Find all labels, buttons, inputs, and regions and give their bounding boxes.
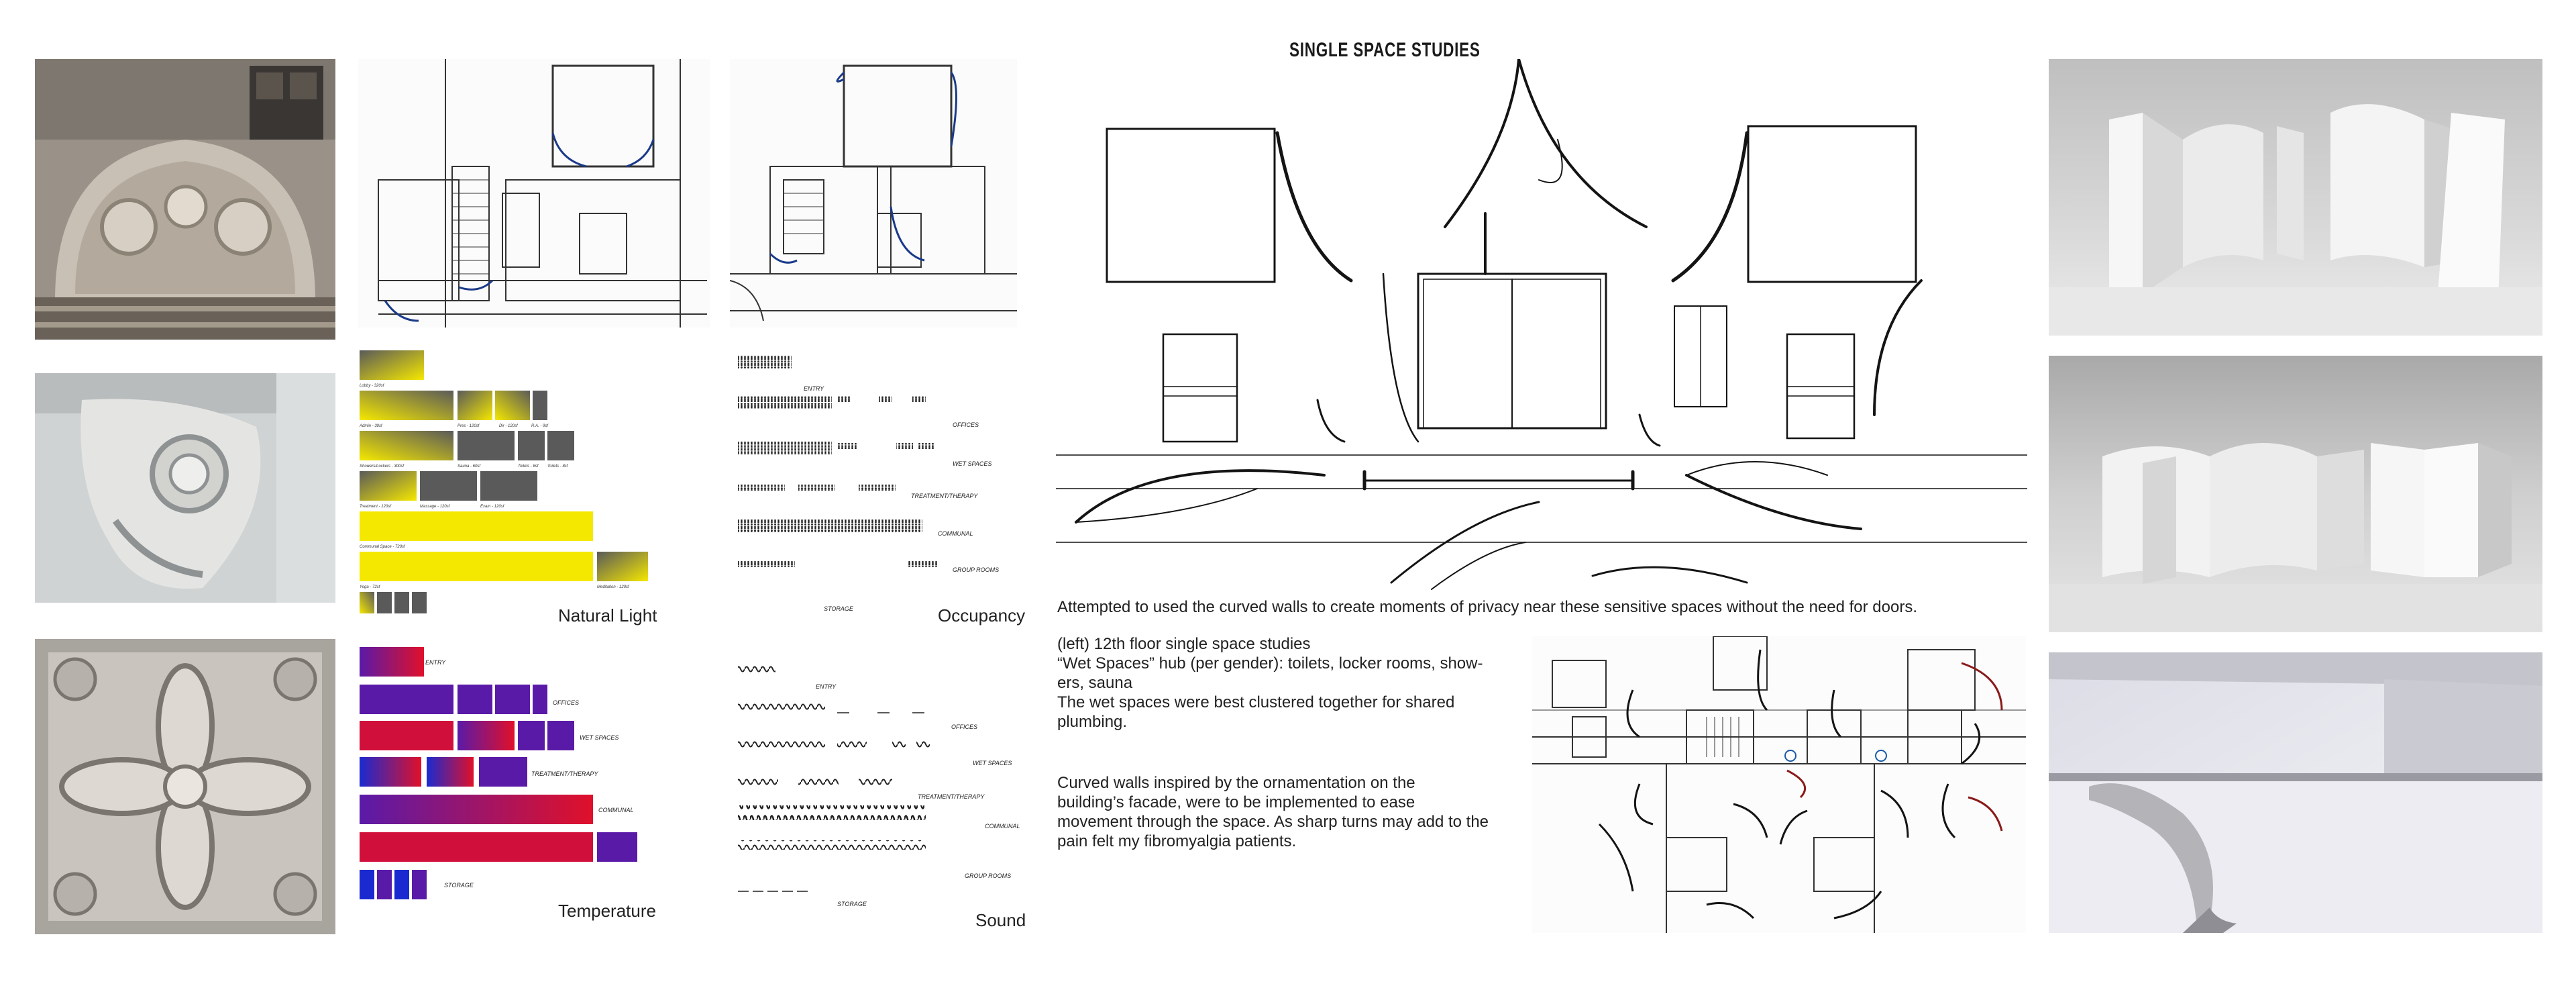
ornament-photo-panel [35, 639, 335, 934]
category-group-rooms: GROUP ROOMS [953, 566, 999, 573]
room-label: Meditation - 120sf [597, 585, 630, 589]
room-label: Exam - 120sf [480, 505, 505, 509]
room-label: Lobby - 320sf [360, 384, 385, 388]
category-storage: STORAGE [824, 605, 854, 612]
category-storage: STORAGE [444, 882, 474, 889]
sound-wave-icon [738, 666, 775, 675]
category-offices: OFFICES [553, 699, 579, 706]
room-label: Showers/Lockers - 300sf [360, 464, 405, 468]
curved-walls-text-block: Curved walls inspired by the ornamentati… [1057, 773, 1520, 851]
room-label: Toilets - 8sf [518, 464, 539, 468]
plan-sketch-left [358, 59, 710, 328]
studies-line: ers, sauna [1057, 674, 1133, 692]
category-wet-spaces: WET SPACES [973, 760, 1012, 766]
plan-sketch-right [729, 59, 1017, 328]
category-communal: COMMUNAL [938, 530, 973, 537]
category-treatment: TREATMENT/THERAPY [531, 770, 598, 777]
category-offices: OFFICES [951, 724, 977, 730]
single-space-elevation-sketch [1055, 58, 2028, 596]
room-label: Toilets - 8sf [547, 464, 569, 468]
natural-light-diagram: Lobby - 320sf Admin - 30sf Pres - 120sf … [358, 349, 653, 617]
category-offices: OFFICES [953, 421, 979, 428]
category-wet-spaces: WET SPACES [953, 460, 991, 467]
room-label: Sauna - 60sf [458, 464, 481, 468]
floor-plan-sketch [1532, 636, 2026, 933]
studies-line: (left) 12th floor single space studies [1057, 635, 1311, 653]
category-communal: COMMUNAL [985, 823, 1020, 830]
studies-line: “Wet Spaces” hub (per gender): toilets, … [1057, 654, 1483, 673]
privacy-caption: Attempted to used the curved walls to cr… [1057, 598, 1918, 616]
category-entry: ENTRY [804, 385, 824, 392]
category-entry: ENTRY [816, 683, 837, 690]
sound-diagram: ENTRY OFFICES WET SPACES TREATMENT/THERA… [737, 664, 1025, 919]
category-treatment: TREATMENT/THERAPY [918, 793, 985, 800]
occupancy-diagram: ENTRY OFFICES WET SPACES TREATMENT/THERA… [737, 354, 1018, 623]
room-label: Pres - 120sf [458, 424, 480, 428]
category-entry: ENTRY [425, 659, 446, 666]
curved-line: Curved walls inspired by the ornamentati… [1057, 774, 1415, 792]
room-label: Massage - 120sf [420, 505, 451, 509]
sound-label: Sound [975, 910, 1026, 930]
category-wet-spaces: WET SPACES [580, 734, 619, 741]
category-communal: COMMUNAL [598, 807, 634, 813]
room-label: Dir - 120sf [499, 424, 519, 428]
curved-line: pain felt my fibromyalgia patients. [1057, 832, 1297, 850]
page-title: SINGLE SPACE STUDIES [1289, 39, 1481, 61]
model-photo-2 [2049, 356, 2542, 632]
curved-line: movement through the space. As sharp tur… [1057, 813, 1489, 831]
category-treatment: TREATMENT/THERAPY [911, 493, 978, 499]
natural-light-label: Natural Light [558, 605, 657, 626]
studies-line: The wet spaces were best clustered toget… [1057, 693, 1455, 711]
model-photo-1 [2049, 59, 2542, 336]
curved-line: building’s facade, were to be implemente… [1057, 793, 1415, 811]
room-label: R.A. - 9sf [531, 424, 549, 428]
temperature-label: Temperature [558, 901, 656, 921]
temperature-diagram: ENTRY OFFICES WET SPACES TREATMENT/THERA… [358, 646, 653, 914]
studies-text-block: (left) 12th floor single space studies “… [1057, 634, 1520, 732]
model-photo-3 [2049, 652, 2542, 933]
room-label: Yoga - 72sf [360, 585, 381, 589]
category-group-rooms: GROUP ROOMS [965, 873, 1011, 879]
ornament-photo-arch [35, 59, 335, 340]
room-label: Treatment - 120sf [360, 505, 392, 509]
studies-line: plumbing. [1057, 713, 1128, 731]
room-label: Communal Space - 720sf [360, 545, 406, 549]
category-storage: STORAGE [837, 901, 867, 907]
room-label: Admin - 30sf [359, 424, 383, 428]
ornament-photo-corbel [35, 373, 335, 603]
occupancy-label: Occupancy [938, 605, 1026, 626]
